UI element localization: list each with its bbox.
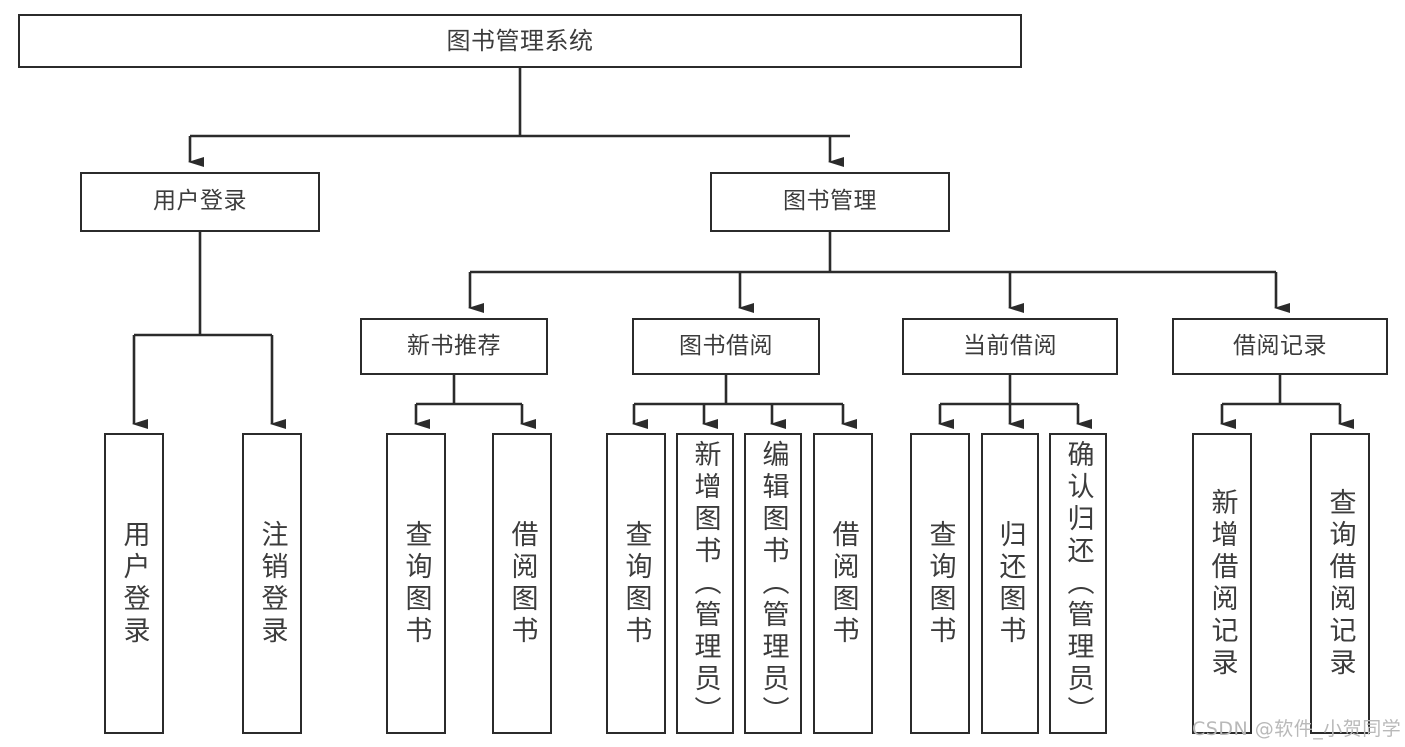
- node-new-book-recommend[interactable]: 新书推荐: [360, 318, 548, 375]
- leaf-user-login[interactable]: 用户登录: [104, 433, 164, 734]
- node-label: 用户登录: [153, 188, 247, 215]
- node-book-management[interactable]: 图书管理: [710, 172, 950, 232]
- node-label: 图书管理系统: [446, 26, 594, 55]
- node-label: 确认归还（管理员）: [1062, 439, 1094, 728]
- leaf-add-book-admin[interactable]: 新增图书（管理员）: [676, 433, 734, 734]
- node-label: 新书推荐: [407, 332, 501, 359]
- node-label: 查询借阅记录: [1324, 487, 1356, 680]
- leaf-logout[interactable]: 注销登录: [242, 433, 302, 734]
- node-label: 编辑图书（管理员）: [757, 439, 789, 728]
- leaf-query-book-borrow[interactable]: 查询图书: [606, 433, 666, 734]
- node-borrow-record[interactable]: 借阅记录: [1172, 318, 1388, 375]
- leaf-query-borrow-record[interactable]: 查询借阅记录: [1310, 433, 1370, 734]
- node-label: 新增图书（管理员）: [689, 439, 721, 728]
- leaf-add-borrow-record[interactable]: 新增借阅记录: [1192, 433, 1252, 734]
- node-label: 注销登录: [256, 519, 288, 648]
- leaf-confirm-return-admin[interactable]: 确认归还（管理员）: [1049, 433, 1107, 734]
- node-book-borrow[interactable]: 图书借阅: [632, 318, 820, 375]
- leaf-query-book-recommend[interactable]: 查询图书: [386, 433, 446, 734]
- leaf-query-book-current[interactable]: 查询图书: [910, 433, 970, 734]
- node-label: 查询图书: [924, 519, 956, 648]
- node-label: 查询图书: [400, 519, 432, 648]
- node-label: 借阅图书: [827, 519, 859, 648]
- node-label: 归还图书: [994, 519, 1026, 648]
- node-label: 图书借阅: [679, 332, 773, 359]
- leaf-borrow-book-recommend[interactable]: 借阅图书: [492, 433, 552, 734]
- node-root-system[interactable]: 图书管理系统: [18, 14, 1022, 68]
- leaf-return-book[interactable]: 归还图书: [981, 433, 1039, 734]
- node-label: 当前借阅: [963, 332, 1057, 359]
- node-user-login[interactable]: 用户登录: [80, 172, 320, 232]
- node-label: 借阅记录: [1233, 332, 1327, 359]
- leaf-edit-book-admin[interactable]: 编辑图书（管理员）: [744, 433, 802, 734]
- leaf-borrow-book[interactable]: 借阅图书: [813, 433, 873, 734]
- node-label: 新增借阅记录: [1206, 487, 1238, 680]
- node-label: 借阅图书: [506, 519, 538, 648]
- node-label: 用户登录: [118, 519, 150, 648]
- node-current-borrow[interactable]: 当前借阅: [902, 318, 1118, 375]
- node-label: 查询图书: [620, 519, 652, 648]
- node-label: 图书管理: [783, 188, 877, 215]
